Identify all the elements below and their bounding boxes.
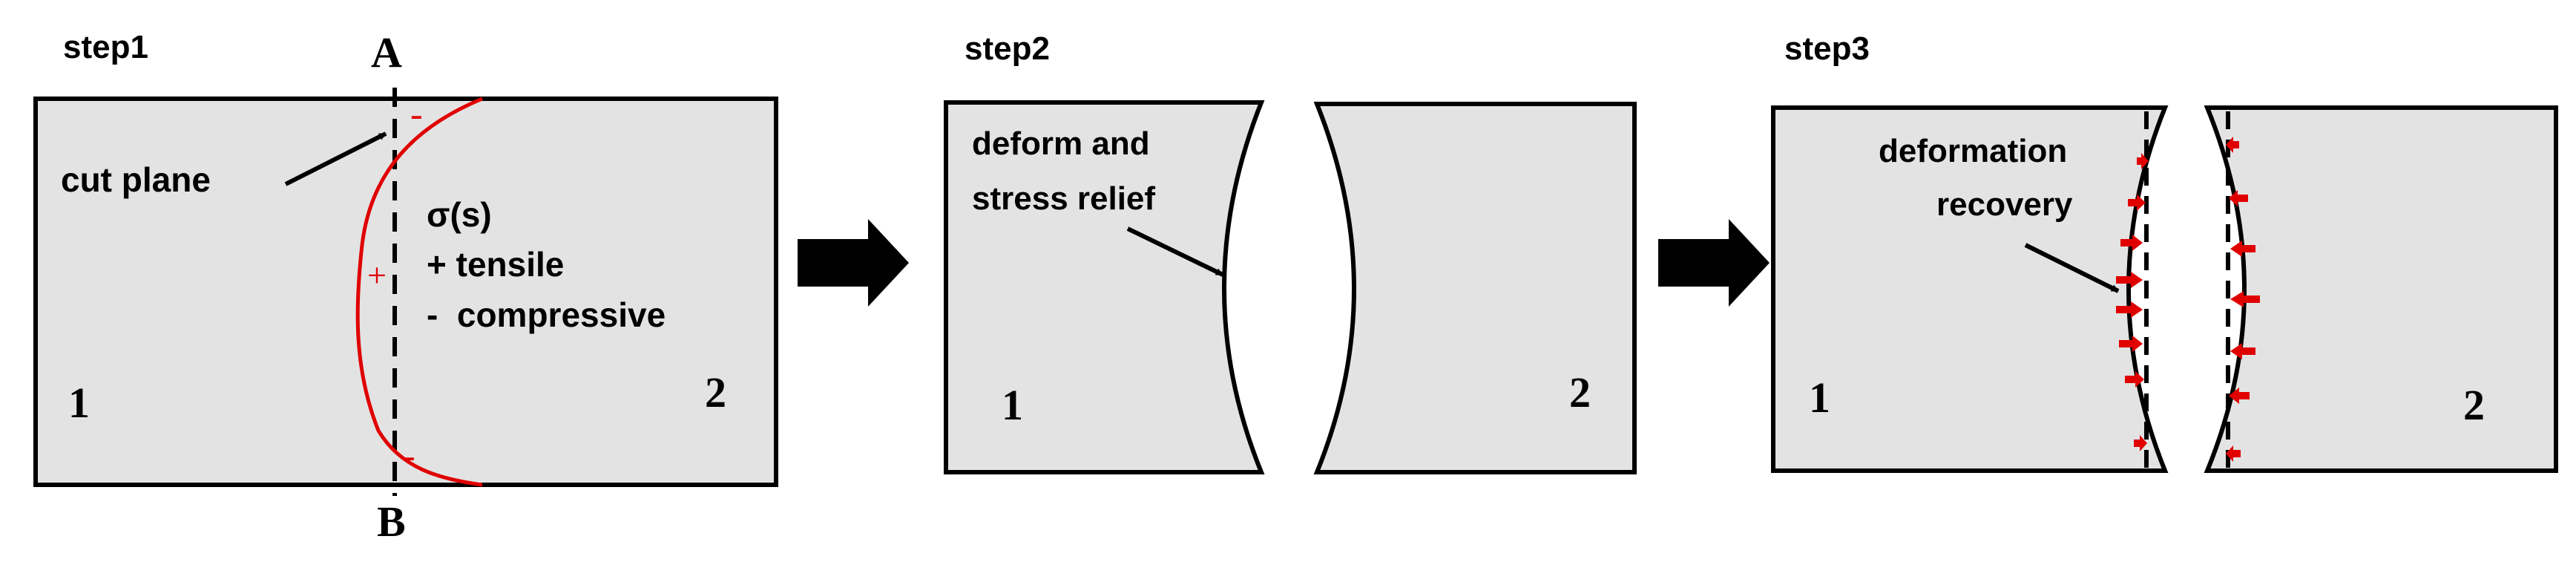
step1-part-1: 1 <box>68 379 90 427</box>
recovery-arrows-left <box>2116 153 2149 451</box>
cut-plane-label: cut plane <box>61 160 211 199</box>
step3-piece-2 <box>2204 105 2558 473</box>
step3-annotation-line1: deformation <box>1879 133 2067 169</box>
step3-annotation-pointer <box>2024 243 2120 293</box>
minus-mark-bottom: - <box>403 434 415 476</box>
tensile-label: + tensile <box>427 245 564 284</box>
step1-panel: step1 A B cut plane - + - σ(s) + tensile… <box>33 28 778 546</box>
step2-annotation-line1: deform and <box>972 125 1150 162</box>
step3-title: step3 <box>1784 30 1870 67</box>
label-a: A <box>371 28 402 76</box>
step2-piece-1 <box>944 100 1265 474</box>
minus-mark-top: - <box>410 93 423 134</box>
step1-title: step1 <box>63 29 148 65</box>
step1-part-2: 2 <box>705 368 726 417</box>
compressive-label: - compressive <box>427 295 666 334</box>
plus-mark: + <box>367 256 387 294</box>
stress-distribution-curve <box>355 97 483 487</box>
step2-part-1: 1 <box>1002 381 1023 429</box>
process-arrow-icon <box>798 219 909 307</box>
step2-annotation-pointer <box>1126 226 1224 277</box>
step1-block <box>33 97 778 487</box>
step3-annotation-line2: recovery <box>1936 186 2073 223</box>
step2-panel: step2 deform and stress relief 1 2 <box>944 30 1637 474</box>
step2-annotation-line2: stress relief <box>972 180 1155 217</box>
process-arrow-icon <box>1658 219 1770 307</box>
cut-plane-pointer <box>284 131 387 186</box>
step3-panel: step3 deformation recovery <box>1771 30 2558 473</box>
step3-piece-1 <box>1771 105 2169 473</box>
step2-piece-2 <box>1313 102 1637 474</box>
label-b: B <box>377 497 406 546</box>
step2-part-2: 2 <box>1569 368 1591 417</box>
step3-part-1: 1 <box>1809 373 1830 422</box>
step3-part-2: 2 <box>2463 381 2485 429</box>
sigma-label: σ(s) <box>427 195 492 234</box>
step2-title: step2 <box>965 30 1050 67</box>
recovery-arrows-right <box>2226 137 2260 462</box>
